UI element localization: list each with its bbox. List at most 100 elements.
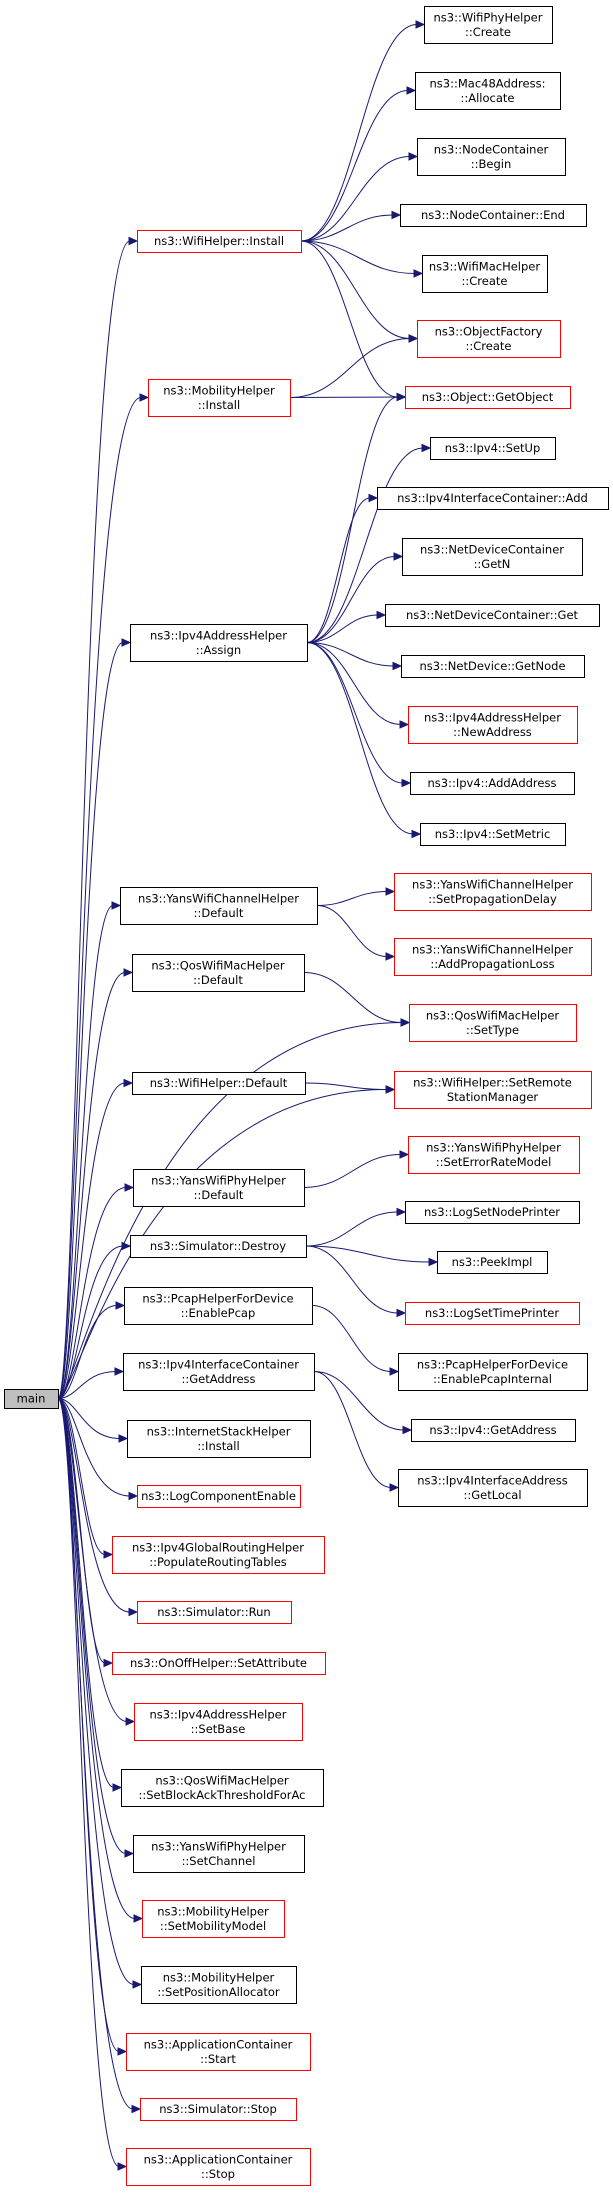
node-label: ns3::Ipv4InterfaceContainer — [138, 1357, 299, 1371]
node-ipv4-assign[interactable]: ns3::Ipv4AddressHelper::Assign — [130, 624, 308, 662]
node-ipv4ic-getaddr[interactable]: ns3::Ipv4InterfaceContainer::GetAddress — [123, 1353, 315, 1391]
node-netdevc-getn[interactable]: ns3::NetDeviceContainer::GetN — [402, 538, 583, 576]
node-wifi-default[interactable]: ns3::WifiHelper::Default — [132, 1072, 306, 1095]
node-label: ns3::InternetStackHelper — [147, 1424, 291, 1438]
node-nodec-begin[interactable]: ns3::NodeContainer::Begin — [417, 138, 566, 176]
node-box — [148, 379, 291, 417]
node-label: ::SetBlockAckThresholdForAc — [138, 1788, 305, 1802]
arrowhead-icon — [128, 236, 139, 246]
edge-ipv4_assign-to-ipv4_setmetric — [306, 642, 422, 839]
node-nodec-end[interactable]: ns3::NodeContainer::End — [400, 204, 587, 227]
edge-ipv4ic_getaddr-to-ipv4_getaddress — [313, 1371, 413, 1435]
edge-main-to-qos_setblockack — [57, 1398, 123, 1792]
node-yans-ch-default[interactable]: ns3::YansWifiChannelHelper::Default — [120, 887, 318, 925]
node-peekimpl[interactable]: ns3::PeekImpl — [437, 1251, 548, 1274]
node-yans-ch-setpropdelay[interactable]: ns3::YansWifiChannelHelper::SetPropagati… — [394, 873, 592, 911]
arrowhead-icon — [411, 829, 422, 839]
node-ipv4ah-newaddr[interactable]: ns3::Ipv4AddressHelper::NewAddress — [408, 706, 578, 744]
edge-mob_install-to-object_getobject — [289, 392, 407, 402]
node-qos-settype[interactable]: ns3::QosWifiMacHelper::SetType — [409, 1004, 577, 1042]
arrowhead-icon — [128, 1607, 139, 1617]
node-label: ns3::Mac48Address: — [430, 76, 546, 90]
node-netdevc-get[interactable]: ns3::NetDeviceContainer::Get — [385, 604, 600, 627]
edge-main-to-mob_install — [57, 393, 150, 1399]
node-mac48-allocate[interactable]: ns3::Mac48Address:::Allocate — [415, 72, 561, 110]
node-box — [420, 823, 566, 846]
arrowhead-icon — [399, 1150, 410, 1159]
arrowhead-icon — [385, 887, 396, 896]
node-label: ns3::WifiHelper::Install — [154, 234, 284, 248]
node-box — [408, 706, 578, 744]
node-box — [422, 255, 548, 293]
node-wifimac-create[interactable]: ns3::WifiMacHelper::Create — [422, 255, 548, 293]
node-yans-phy-setchannel[interactable]: ns3::YansWifiPhyHelper::SetChannel — [133, 1835, 305, 1873]
node-pcap-enable[interactable]: ns3::PcapHelperForDevice::EnablePcap — [124, 1287, 313, 1325]
node-ipv4-setup[interactable]: ns3::Ipv4::SetUp — [430, 437, 556, 460]
node-box — [127, 1420, 311, 1458]
node-box — [405, 386, 571, 409]
edge-main-to-ipv4ah_setbase — [57, 1398, 136, 1726]
node-mob-install[interactable]: ns3::MobilityHelper::Install — [148, 379, 291, 417]
node-ipv4gr-populate[interactable]: ns3::Ipv4GlobalRoutingHelper::PopulateRo… — [112, 1536, 325, 1574]
arrowhead-icon — [123, 1078, 134, 1088]
node-qos-default[interactable]: ns3::QosWifiMacHelper::Default — [132, 954, 305, 992]
node-box — [408, 1136, 580, 1174]
node-label: ns3::YansWifiPhyHelper — [151, 1173, 286, 1187]
node-label: ::Begin — [471, 157, 512, 171]
node-app-stop[interactable]: ns3::ApplicationContainer::Stop — [126, 2148, 311, 2186]
node-objfactory-create[interactable]: ns3::ObjectFactory::Create — [417, 320, 561, 358]
arrowhead-icon — [111, 901, 122, 910]
arrowhead-icon — [115, 1301, 126, 1310]
node-yans-phy-default[interactable]: ns3::YansWifiPhyHelper::Default — [133, 1169, 305, 1207]
node-ipv4ia-getlocal[interactable]: ns3::Ipv4InterfaceAddress::GetLocal — [398, 1469, 588, 1507]
node-mob-setmodel[interactable]: ns3::MobilityHelper::SetMobilityModel — [142, 1900, 285, 1938]
node-wifi-install[interactable]: ns3::WifiHelper::Install — [137, 230, 302, 253]
node-label: ns3::WifiPhyHelper — [434, 10, 543, 24]
node-box — [112, 1536, 325, 1574]
edge-sim_destroy-to-peekimpl — [305, 1245, 439, 1267]
node-ipv4-addaddress[interactable]: ns3::Ipv4::AddAddress — [410, 772, 575, 795]
edge-main-to-qos_default — [57, 968, 134, 1399]
node-box — [137, 1601, 292, 1624]
node-box — [132, 1072, 306, 1095]
node-onoff-setattr[interactable]: ns3::OnOffHelper::SetAttribute — [112, 1652, 326, 1675]
node-yans-phy-seterrrate[interactable]: ns3::YansWifiPhyHelper::SetErrorRateMode… — [408, 1136, 580, 1174]
node-wifiphy-create[interactable]: ns3::WifiPhyHelper::Create — [424, 6, 553, 44]
node-ipv4ah-setbase[interactable]: ns3::Ipv4AddressHelper::SetBase — [134, 1703, 303, 1741]
edge-wifi_install-to-wifiphy_create — [300, 20, 426, 242]
arrowhead-icon — [125, 1717, 136, 1726]
edge-wifi_install-to-object_getobject — [300, 240, 407, 402]
node-object-getobject[interactable]: ns3::Object::GetObject — [405, 386, 571, 409]
edge-ipv4_assign-to-netdevc_getn — [306, 552, 404, 643]
node-sim-stop[interactable]: ns3::Simulator::Stop — [140, 2098, 297, 2121]
node-box — [401, 655, 585, 678]
node-qos-setblockack[interactable]: ns3::QosWifiMacHelper::SetBlockAckThresh… — [121, 1769, 324, 1807]
node-app-start[interactable]: ns3::ApplicationContainer::Start — [126, 2033, 311, 2071]
node-netdev-getnode[interactable]: ns3::NetDevice::GetNode — [401, 655, 585, 678]
arrowhead-icon — [376, 610, 387, 620]
node-label: ::SetType — [466, 1023, 519, 1037]
node-box — [411, 1419, 576, 1442]
node-ipv4-getaddress[interactable]: ns3::Ipv4::GetAddress — [411, 1419, 576, 1442]
edge-main-to-ipv4ic_getaddr — [57, 1367, 125, 1399]
node-inet-install[interactable]: ns3::InternetStackHelper::Install — [127, 1420, 311, 1458]
node-ipv4ic-add[interactable]: ns3::Ipv4InterfaceContainer::Add — [377, 487, 609, 510]
node-log-setnodeprinter[interactable]: ns3::LogSetNodePrinter — [405, 1201, 580, 1224]
node-main[interactable]: main — [4, 1389, 59, 1409]
edge-sim_destroy-to-log_settimeprinter — [305, 1245, 407, 1318]
node-log-settimeprinter[interactable]: ns3::LogSetTimePrinter — [405, 1302, 580, 1325]
node-pcap-enableinternal[interactable]: ns3::PcapHelperForDevice::EnablePcapInte… — [398, 1353, 588, 1391]
node-label: ::SetPositionAllocator — [157, 1985, 280, 1999]
node-log-enable[interactable]: ns3::LogComponentEnable — [137, 1485, 301, 1508]
node-box — [415, 72, 561, 110]
node-yans-ch-addproploss[interactable]: ns3::YansWifiChannelHelper::AddPropagati… — [394, 938, 592, 976]
node-sim-destroy[interactable]: ns3::Simulator::Destroy — [130, 1235, 307, 1258]
edge-main-to-wifi_install — [57, 236, 139, 1399]
node-sim-run[interactable]: ns3::Simulator::Run — [137, 1601, 292, 1624]
node-label: ns3::QosWifiMacHelper — [151, 958, 285, 972]
node-mob-setposalloc[interactable]: ns3::MobilityHelper::SetPositionAllocato… — [141, 1966, 297, 2004]
node-ipv4-setmetric[interactable]: ns3::Ipv4::SetMetric — [420, 823, 566, 846]
edge-wifi_install-to-wifimac_create — [300, 240, 424, 278]
